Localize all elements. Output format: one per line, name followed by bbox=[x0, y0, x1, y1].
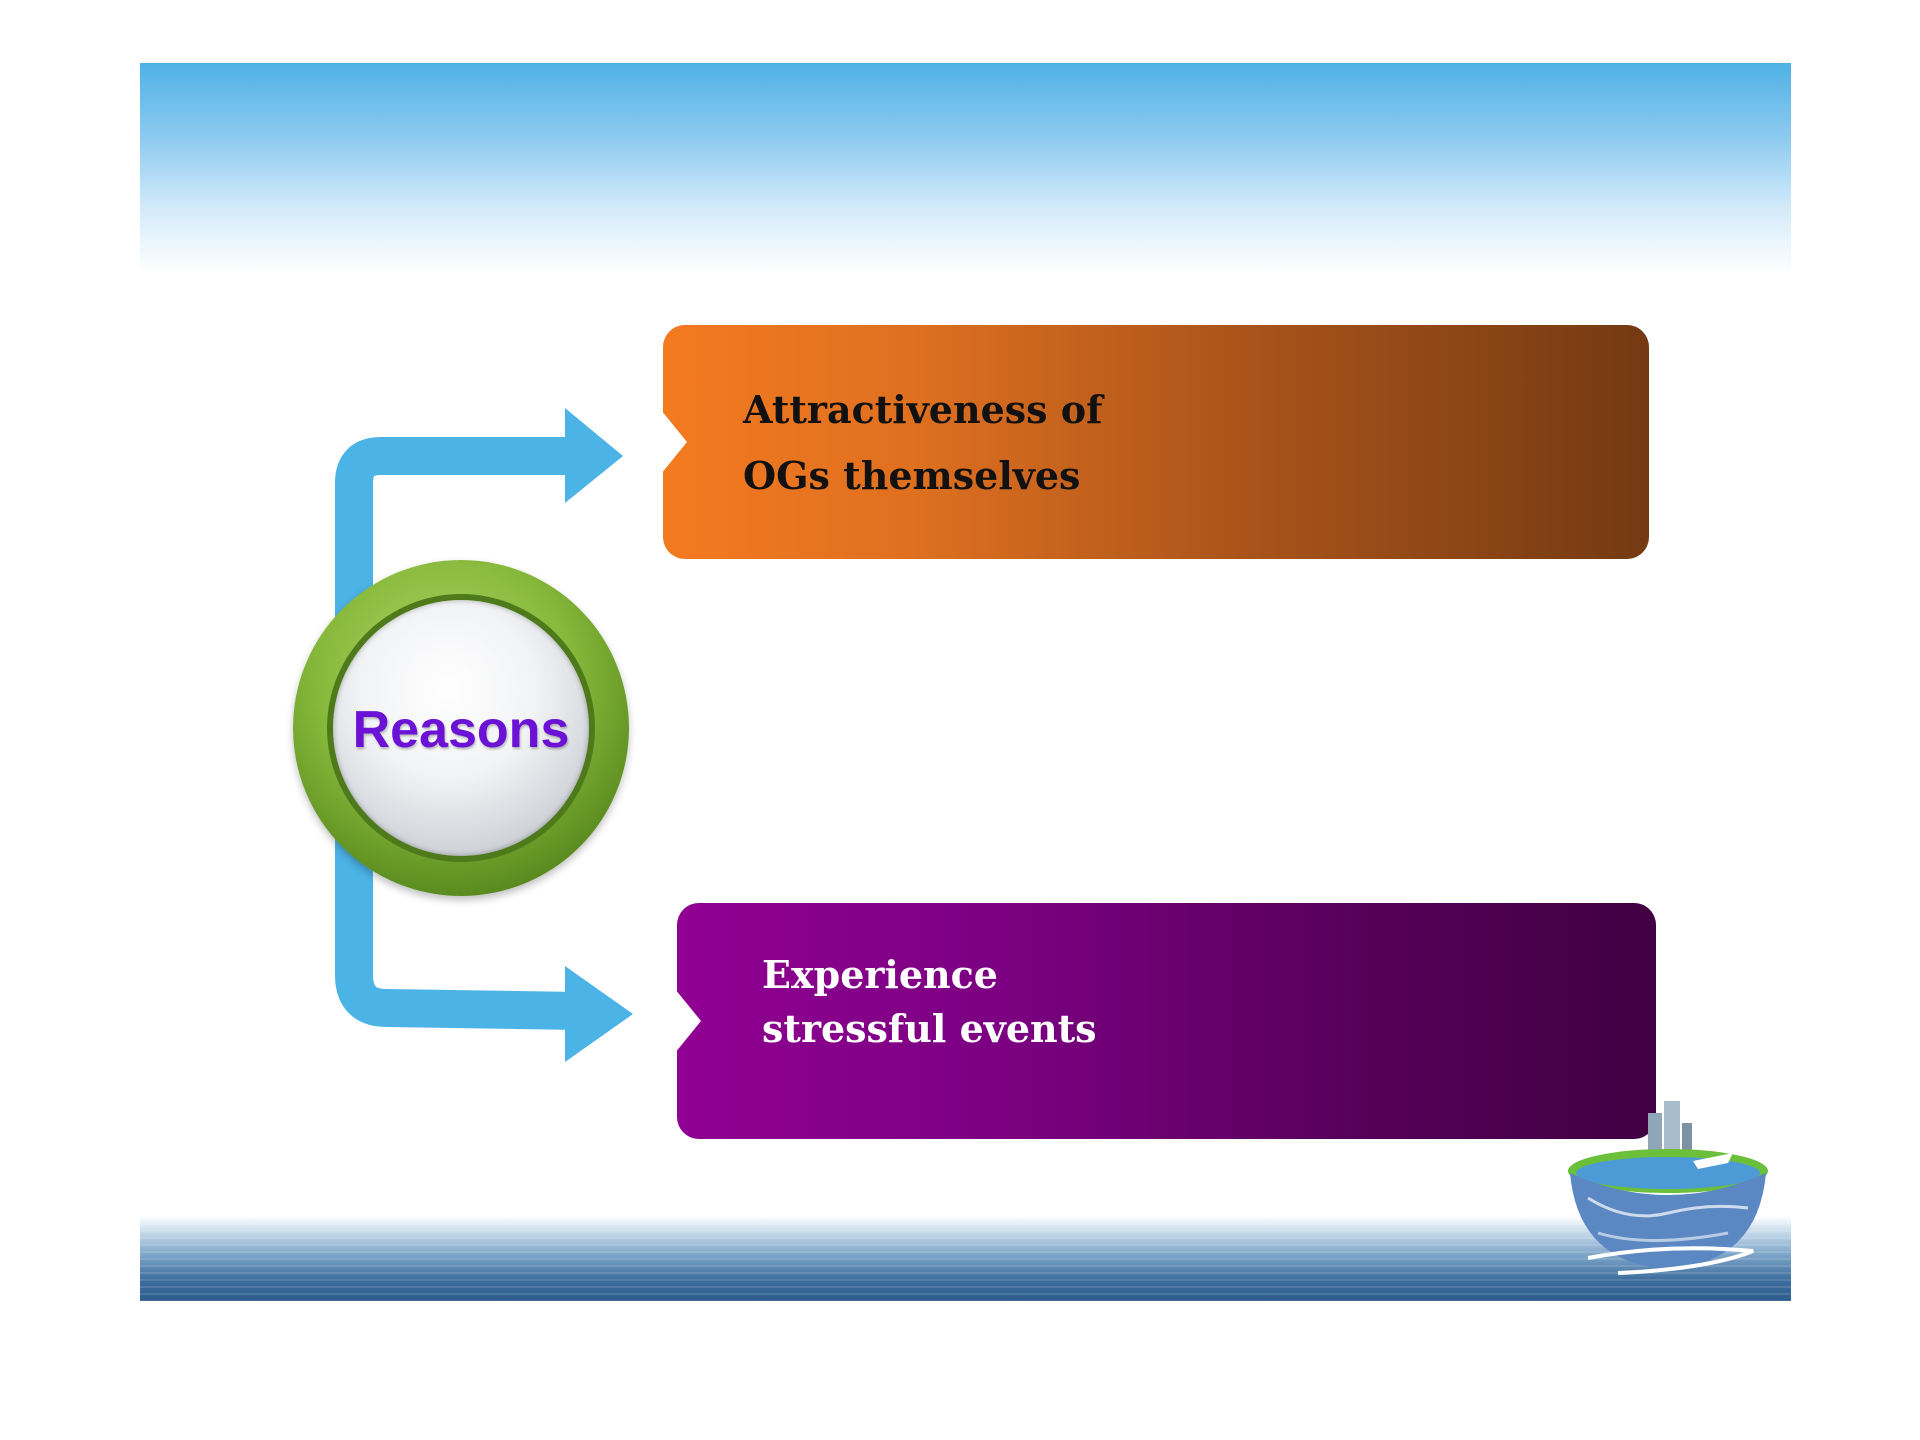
reason-line: Experience bbox=[762, 952, 998, 997]
arrow-bottom-path bbox=[335, 723, 581, 1030]
globe-city-icon bbox=[1568, 1101, 1768, 1275]
sea-footer-band bbox=[140, 1216, 1791, 1301]
reason-line: stressful events bbox=[762, 1006, 1097, 1051]
sky-gradient-header bbox=[140, 63, 1791, 273]
arrow-top-path bbox=[335, 437, 578, 723]
slide: Attractiveness of OGs themselves Experie… bbox=[140, 63, 1791, 1301]
box-notch bbox=[661, 410, 687, 474]
center-label: Reasons bbox=[352, 701, 570, 759]
reasons-badge: Reasons bbox=[293, 560, 629, 896]
branch-arrows bbox=[335, 408, 633, 1062]
reason-box-attractiveness: Attractiveness of OGs themselves bbox=[661, 325, 1649, 559]
reason-line: OGs themselves bbox=[743, 453, 1081, 498]
box-notch bbox=[675, 989, 701, 1053]
badge-sphere: Reasons bbox=[333, 600, 589, 856]
arrow-bottom-head bbox=[565, 966, 633, 1062]
reason-line: Attractiveness of bbox=[743, 387, 1103, 432]
reason-box-stressful-events: Experience stressful events bbox=[675, 903, 1656, 1139]
arrow-top-head bbox=[565, 408, 623, 503]
reason-text: Attractiveness of OGs themselves bbox=[743, 377, 1102, 509]
reason-text: Experience stressful events bbox=[762, 948, 1097, 1056]
